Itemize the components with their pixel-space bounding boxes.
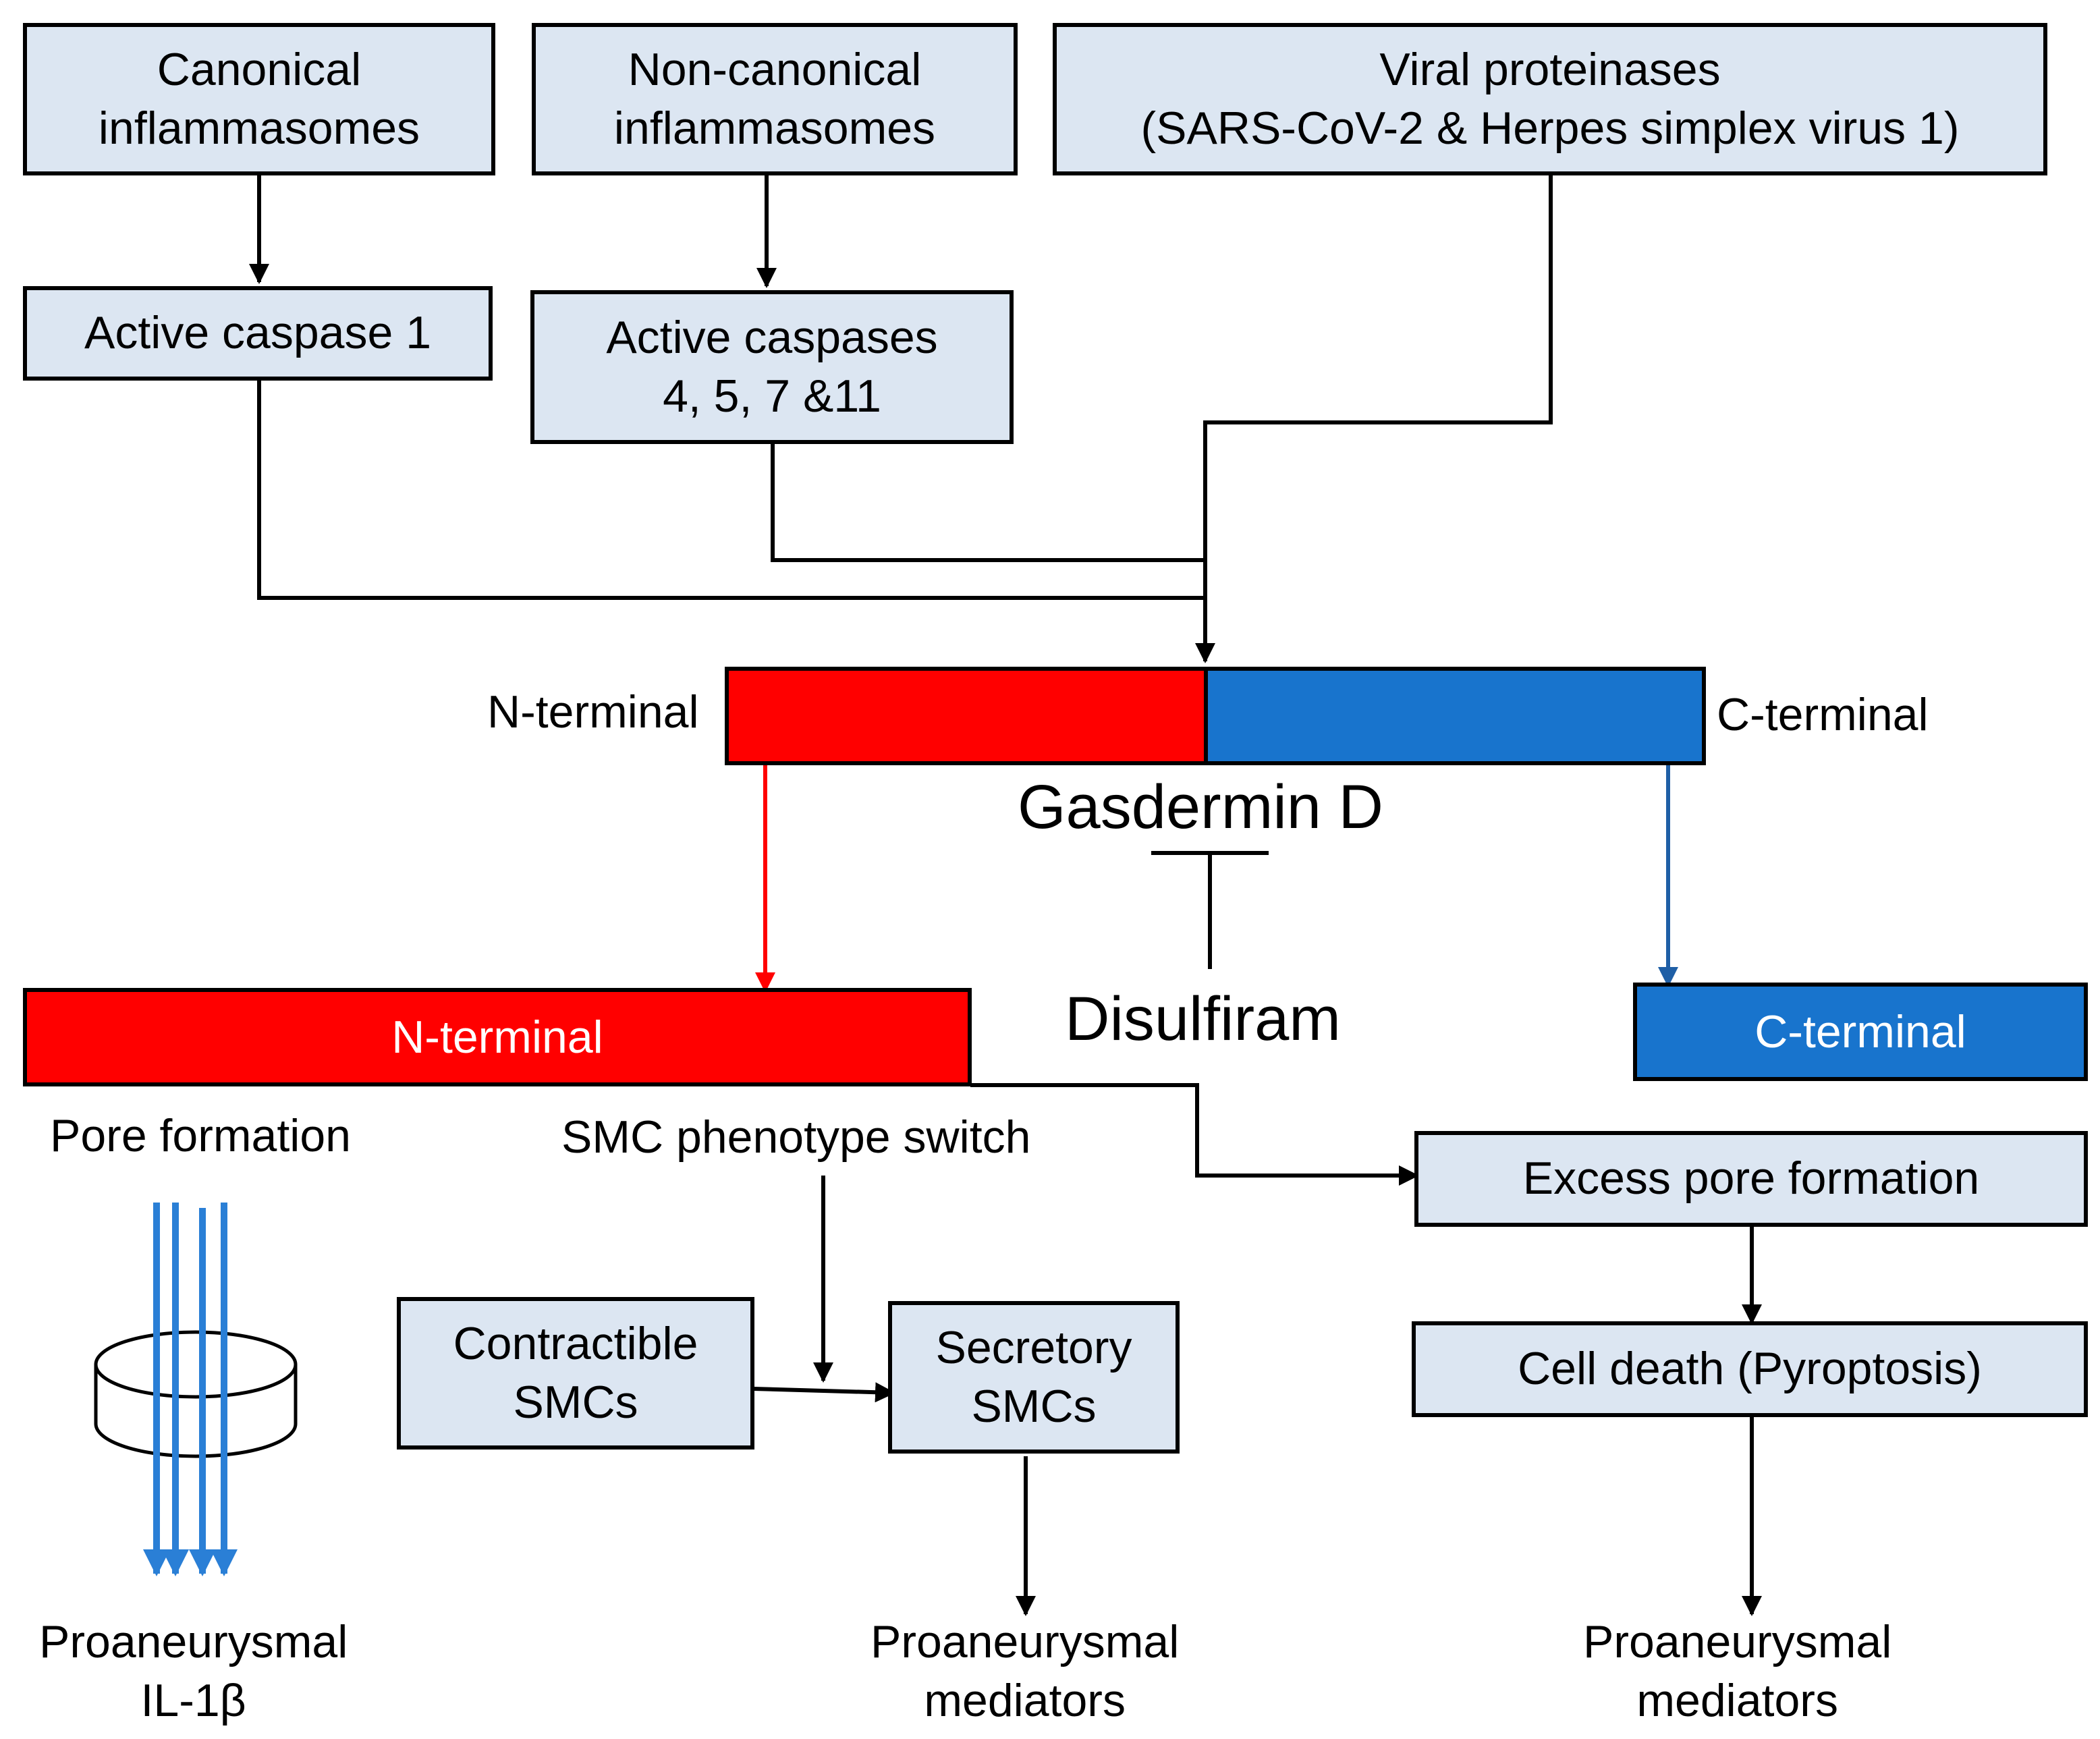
arrow-viral-to-gasdermin bbox=[1195, 174, 1553, 663]
disulfiram-label: Disulfiram bbox=[1065, 985, 1341, 1053]
gasdermin-n-domain bbox=[725, 667, 1211, 765]
caspase1-text: Active caspase 1 bbox=[84, 307, 432, 359]
caspases-line-1: Active caspases bbox=[606, 311, 938, 363]
canonical-line-2: inflammasomes bbox=[98, 103, 420, 154]
contractile-line-1: Contractible bbox=[453, 1317, 698, 1369]
connector-caspase1 bbox=[257, 379, 1205, 600]
smc-phenotype-switch-label: SMC phenotype switch bbox=[561, 1111, 1031, 1163]
c-terminal-fragment: C-terminal bbox=[1633, 983, 2088, 1081]
c-fragment-text: C-terminal bbox=[1754, 1006, 1966, 1057]
viral-line-1: Viral proteinases bbox=[1379, 43, 1721, 95]
gasdermin-d-title: Gasdermin D bbox=[1018, 773, 1383, 841]
pore-cylinder-icon bbox=[94, 1330, 298, 1458]
il1b-efflux-arrows bbox=[143, 1203, 238, 1576]
pyroptosis-text: Cell death (Pyroptosis) bbox=[1518, 1343, 1982, 1395]
death-mediators-label: Proaneurysmal mediators bbox=[1583, 1613, 1891, 1730]
noncanonical-line-2: inflammasomes bbox=[613, 103, 936, 154]
smc-mediators-line-1: Proaneurysmal bbox=[871, 1616, 1180, 1667]
gasdermin-c-domain bbox=[1204, 667, 1706, 765]
gasdermin-n-terminal-label: N-terminal bbox=[487, 686, 699, 738]
canonical-inflammasomes-box: Canonical inflammasomes bbox=[23, 23, 495, 175]
noncanonical-line-1: Non-canonical bbox=[628, 43, 922, 95]
arrow-n-to-excess-pore bbox=[970, 1083, 1419, 1186]
caspases-line-2: 4, 5, 7 &11 bbox=[663, 370, 881, 422]
n-fragment-text: N-terminal bbox=[391, 1012, 603, 1063]
noncanonical-inflammasomes-box: Non-canonical inflammasomes bbox=[532, 23, 1018, 175]
il1b-line-2: IL-1β bbox=[140, 1675, 246, 1727]
active-caspases-box: Active caspases 4, 5, 7 &11 bbox=[530, 290, 1014, 444]
pyroptosis-box: Cell death (Pyroptosis) bbox=[1412, 1321, 2088, 1417]
n-terminal-fragment: N-terminal bbox=[23, 988, 972, 1086]
contractile-smcs-box: Contractible SMCs bbox=[397, 1297, 754, 1450]
pore-formation-label: Pore formation bbox=[50, 1110, 351, 1161]
arrow-contractile-to-secretory bbox=[753, 1382, 895, 1403]
il1b-line-1: Proaneurysmal bbox=[39, 1616, 348, 1667]
secretory-line-1: Secretory bbox=[935, 1321, 1132, 1373]
secretory-line-2: SMCs bbox=[971, 1381, 1097, 1432]
viral-line-2: (SARS-CoV-2 & Herpes simplex virus 1) bbox=[1140, 103, 1960, 154]
gasdermin-c-terminal-label: C-terminal bbox=[1717, 689, 1929, 740]
viral-proteinases-box: Viral proteinases (SARS-CoV-2 & Herpes s… bbox=[1053, 23, 2047, 175]
active-caspase-1-box: Active caspase 1 bbox=[23, 286, 493, 381]
smc-mediators-line-2: mediators bbox=[924, 1675, 1126, 1727]
excess-pore-text: Excess pore formation bbox=[1522, 1153, 1980, 1205]
death-mediators-line-1: Proaneurysmal bbox=[1583, 1616, 1892, 1667]
smc-mediators-label: Proaneurysmal mediators bbox=[871, 1613, 1179, 1730]
contractile-line-2: SMCs bbox=[513, 1377, 638, 1428]
death-mediators-line-2: mediators bbox=[1636, 1675, 1838, 1727]
connector-caspases bbox=[771, 443, 1205, 562]
excess-pore-formation-box: Excess pore formation bbox=[1414, 1131, 2088, 1227]
canonical-line-1: Canonical bbox=[157, 43, 362, 95]
proaneurysmal-il1b-label: Proaneurysmal IL-1β bbox=[39, 1613, 348, 1730]
secretory-smcs-box: Secretory SMCs bbox=[888, 1301, 1180, 1454]
